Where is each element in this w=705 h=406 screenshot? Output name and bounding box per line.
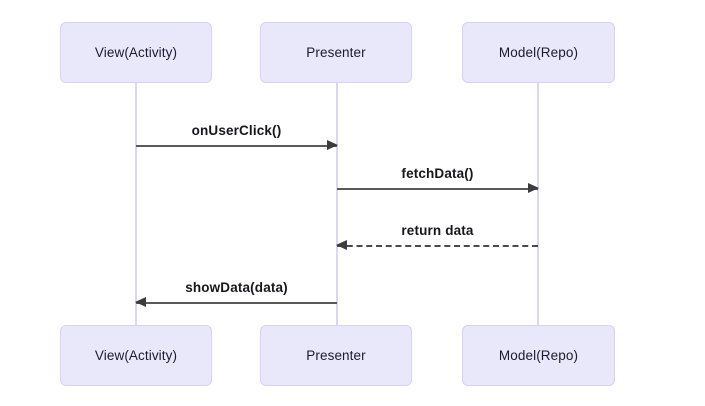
participant-label-view-bottom: View(Activity) (94, 348, 178, 363)
participant-box-view-bottom[interactable]: View(Activity) (60, 325, 212, 386)
message-label-return-data: return data (401, 223, 474, 238)
message-label-onuserclick: onUserClick() (191, 123, 282, 138)
message-line-showdata (136, 302, 337, 304)
participant-label-model-bottom: Model(Repo) (498, 348, 579, 363)
message-label-showdata: showData(data) (185, 280, 288, 295)
arrowhead-showdata (135, 297, 146, 307)
message-line-onuserclick (136, 145, 337, 147)
participant-box-model-top[interactable]: Model(Repo) (462, 22, 615, 83)
arrowhead-fetchdata (528, 183, 539, 193)
lifeline-model (537, 22, 539, 386)
participant-box-model-bottom[interactable]: Model(Repo) (462, 325, 615, 386)
arrowhead-onuserclick (327, 140, 338, 150)
participant-box-presenter-top[interactable]: Presenter (260, 22, 412, 83)
message-line-fetchdata (337, 188, 538, 190)
participant-label-presenter-top: Presenter (306, 45, 366, 60)
participant-box-view-top[interactable]: View(Activity) (60, 22, 212, 83)
participant-label-presenter-bottom: Presenter (306, 348, 366, 363)
participant-label-model-top: Model(Repo) (498, 45, 579, 60)
participant-label-view-top: View(Activity) (94, 45, 178, 60)
lifeline-view (135, 22, 137, 386)
message-line-return-data (337, 245, 538, 247)
arrowhead-return-data (336, 240, 347, 250)
message-label-fetchdata: fetchData() (401, 166, 474, 181)
lifeline-presenter (336, 22, 338, 386)
participant-box-presenter-bottom[interactable]: Presenter (260, 325, 412, 386)
